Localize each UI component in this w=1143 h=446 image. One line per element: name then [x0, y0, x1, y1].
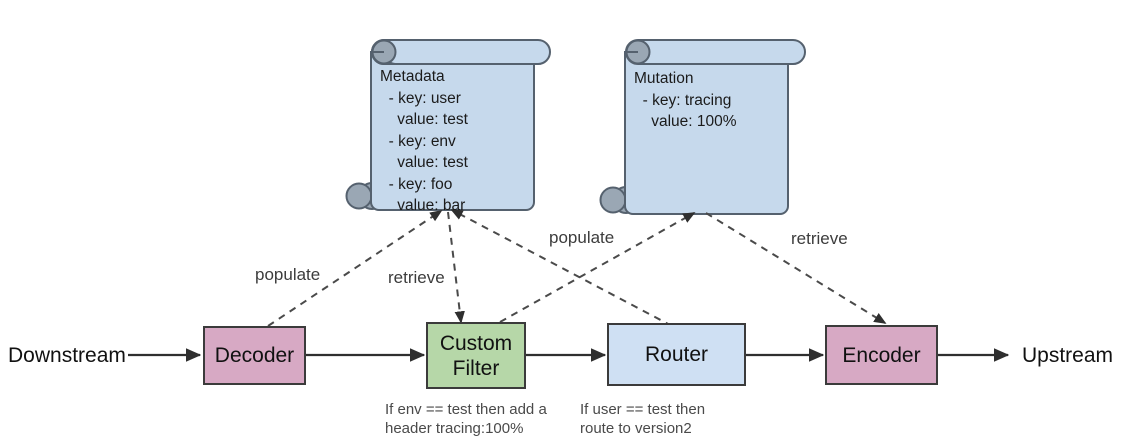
dashed-mutation-retrieved-by-encoder [705, 212, 887, 324]
mutation-scroll-body: Mutation - key: tracing value: 100% [634, 70, 737, 130]
metadata-scroll-top-roll [371, 39, 551, 65]
mutation-scroll-bottom-curl-disc [599, 186, 627, 214]
endpoint-label-upstream: Upstream [1022, 344, 1114, 367]
node-decoder[interactable]: Decoder [203, 326, 306, 385]
mutation-scroll-top-roll [625, 39, 806, 65]
node-decoder-label: Decoder [214, 344, 295, 367]
node-router[interactable]: Router [607, 323, 746, 386]
endpoint-label-downstream: Downstream [8, 344, 126, 367]
dashed-decoder-populates-metadata [267, 210, 443, 327]
dashed-metadata-retrieved-by-custom-filter [447, 211, 465, 324]
node-encoder-label: Encoder [842, 343, 921, 367]
edge-label-retrieve-metadata: retrieve [388, 268, 445, 287]
node-custom-filter[interactable]: Custom Filter [426, 322, 526, 389]
node-custom-filter-label-line1: Custom [439, 331, 513, 355]
node-encoder[interactable]: Encoder [825, 325, 938, 385]
metadata-scroll-bottom-curl-disc [345, 182, 373, 210]
dashed-metadata-read-by-router [450, 209, 673, 327]
note-custom-filter: If env == test then add a header tracing… [385, 401, 547, 437]
edge-label-populate-mutation: populate [549, 228, 615, 247]
metadata-scroll-body: Metadata - key: user value: test - key: … [380, 68, 468, 214]
edge-label-retrieve-mutation: retrieve [791, 229, 848, 248]
note-router: If user == test then route to version2 [580, 401, 706, 437]
mutation-scroll-shape [599, 39, 806, 215]
dashed-custom-filter-populates-mutation [499, 212, 696, 323]
metadata-scroll-shape [345, 38, 551, 211]
node-router-label: Router [644, 343, 709, 366]
edge-label-populate-metadata: populate [255, 265, 321, 284]
node-custom-filter-label-line2: Filter [452, 356, 500, 380]
